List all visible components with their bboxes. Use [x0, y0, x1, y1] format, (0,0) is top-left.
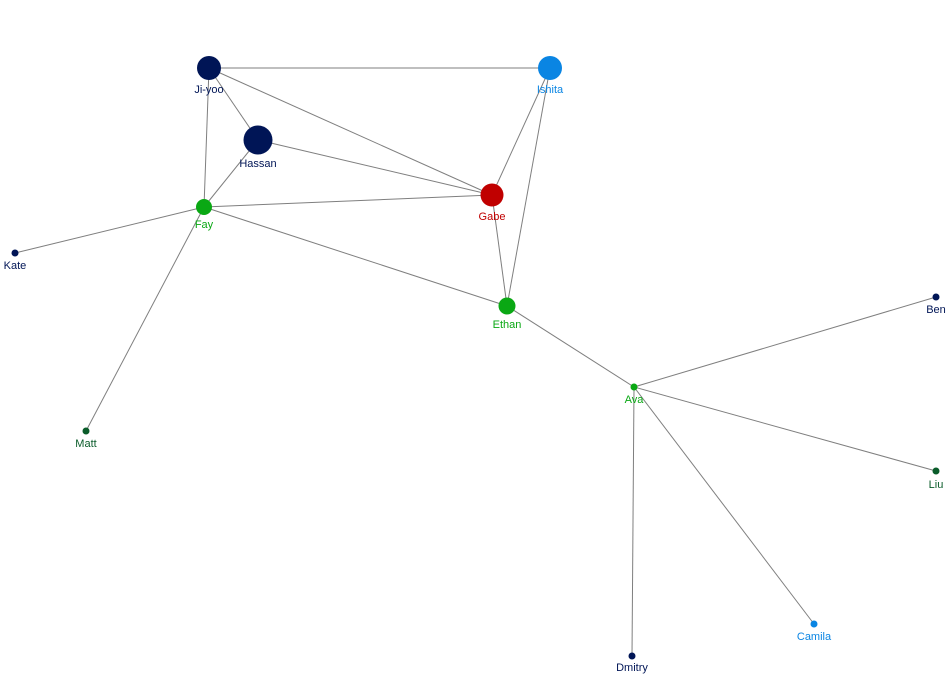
- node-fay[interactable]: Fay: [195, 199, 214, 231]
- node-circle-gabe[interactable]: [480, 183, 504, 207]
- edge-fay-ethan: [203, 206, 508, 307]
- node-hassan[interactable]: Hassan: [239, 125, 277, 171]
- node-label-gabe: Gabe: [479, 211, 506, 223]
- node-liu[interactable]: Liu: [929, 467, 944, 492]
- node-kate[interactable]: Kate: [4, 249, 27, 273]
- edge-ava-dmitry: [631, 386, 635, 657]
- node-ben[interactable]: Ben: [926, 293, 946, 317]
- node-ava[interactable]: Ava: [625, 383, 645, 407]
- edges-layer: [14, 67, 937, 657]
- node-gabe[interactable]: Gabe: [479, 183, 506, 224]
- edge-ishita-gabe: [491, 67, 551, 196]
- node-circle-kate[interactable]: [11, 249, 19, 257]
- node-label-ethan: Ethan: [493, 319, 522, 331]
- node-ishita[interactable]: Ishita: [537, 56, 564, 96]
- edge-ji-yoo-gabe: [208, 67, 493, 196]
- node-label-kate: Kate: [4, 260, 27, 272]
- node-label-ishita: Ishita: [537, 84, 564, 96]
- node-label-liu: Liu: [929, 479, 944, 491]
- edge-gabe-fay: [203, 194, 493, 208]
- edge-fay-matt: [85, 206, 205, 432]
- edge-fay-kate: [14, 206, 205, 254]
- node-camila[interactable]: Camila: [797, 620, 832, 644]
- node-circle-ishita[interactable]: [538, 56, 562, 80]
- node-matt[interactable]: Matt: [75, 427, 97, 451]
- node-circle-ji-yoo[interactable]: [197, 56, 221, 80]
- node-ji-yoo[interactable]: Ji-yoo: [194, 56, 224, 96]
- node-circle-hassan[interactable]: [243, 125, 273, 155]
- edge-ava-camila: [633, 386, 815, 625]
- node-label-ava: Ava: [625, 394, 645, 406]
- node-circle-fay[interactable]: [196, 199, 212, 215]
- edge-gabe-ethan: [491, 194, 508, 307]
- node-circle-ben[interactable]: [932, 293, 940, 301]
- node-label-matt: Matt: [75, 438, 96, 450]
- node-label-hassan: Hassan: [239, 158, 276, 170]
- edge-ava-liu: [633, 386, 937, 472]
- edge-ava-ben: [633, 296, 937, 388]
- node-circle-matt[interactable]: [82, 427, 90, 435]
- node-ethan[interactable]: Ethan: [493, 297, 522, 332]
- node-label-ben: Ben: [926, 304, 946, 316]
- edge-ethan-ava: [506, 305, 635, 388]
- edge-hassan-gabe: [257, 139, 493, 196]
- node-label-camila: Camila: [797, 631, 832, 643]
- node-circle-ethan[interactable]: [498, 297, 516, 315]
- node-label-dmitry: Dmitry: [616, 662, 648, 674]
- edge-ji-yoo-hassan: [208, 67, 259, 141]
- node-circle-dmitry[interactable]: [628, 652, 636, 660]
- node-circle-ava[interactable]: [630, 383, 638, 391]
- edge-ji-yoo-fay: [203, 67, 210, 208]
- node-label-ji-yoo: Ji-yoo: [194, 84, 223, 96]
- node-label-fay: Fay: [195, 219, 214, 231]
- node-circle-liu[interactable]: [932, 467, 940, 475]
- node-dmitry[interactable]: Dmitry: [616, 652, 648, 675]
- edge-ishita-ethan: [506, 67, 551, 307]
- node-circle-camila[interactable]: [810, 620, 818, 628]
